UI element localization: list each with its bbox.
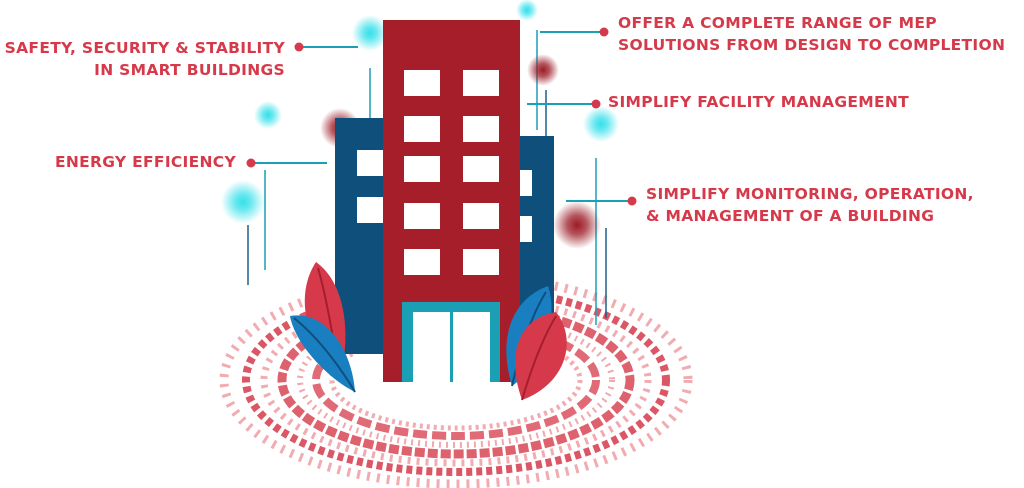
- dot-icon: [591, 99, 601, 109]
- dot-icon: [599, 27, 609, 37]
- ring-6: [329, 329, 583, 431]
- label-monitor-line-1: SIMPLIFY MONITORING, OPERATION,: [646, 185, 974, 203]
- dot-icon: [627, 196, 637, 206]
- glow-dot-icon: [221, 0, 619, 249]
- connector-lines: [246, 27, 637, 206]
- ring-1: [242, 284, 670, 476]
- entrance-door: [402, 302, 500, 382]
- label-monitor-line-2: & MANAGEMENT OF A BUILDING: [646, 207, 935, 225]
- ring-3: [277, 301, 635, 459]
- label-monitoring-operation: SIMPLIFY MONITORING, OPERATION, & MANAGE…: [646, 183, 974, 227]
- ring-4: [297, 312, 615, 448]
- ring-2: [260, 293, 652, 467]
- window-grid: [404, 70, 499, 275]
- label-mep-line-2: SOLUTIONS FROM DESIGN TO COMPLETION: [618, 36, 1006, 54]
- label-mep-line-1: OFFER A COMPLETE RANGE OF MEP: [618, 14, 937, 32]
- dot-icon: [246, 158, 256, 168]
- label-safety-security-stability: SAFETY, SECURITY & STABILITY IN SMART BU…: [5, 37, 285, 81]
- label-energy-efficiency: ENERGY EFFICIENCY: [55, 151, 236, 173]
- label-facility-line-1: SIMPLIFY FACILITY MANAGEMENT: [608, 93, 910, 111]
- building-icon: [335, 20, 554, 382]
- label-mep-solutions: OFFER A COMPLETE RANGE OF MEP SOLUTIONS …: [618, 12, 1005, 56]
- label-energy-line-1: ENERGY EFFICIENCY: [54, 153, 236, 171]
- leaf-icon: [290, 262, 567, 401]
- dot-icon: [294, 42, 304, 52]
- label-facility-management: SIMPLIFY FACILITY MANAGEMENT: [608, 91, 909, 113]
- label-safety-line-1: SAFETY, SECURITY & STABILITY: [4, 39, 285, 57]
- label-safety-line-2: IN SMART BUILDINGS: [94, 61, 285, 79]
